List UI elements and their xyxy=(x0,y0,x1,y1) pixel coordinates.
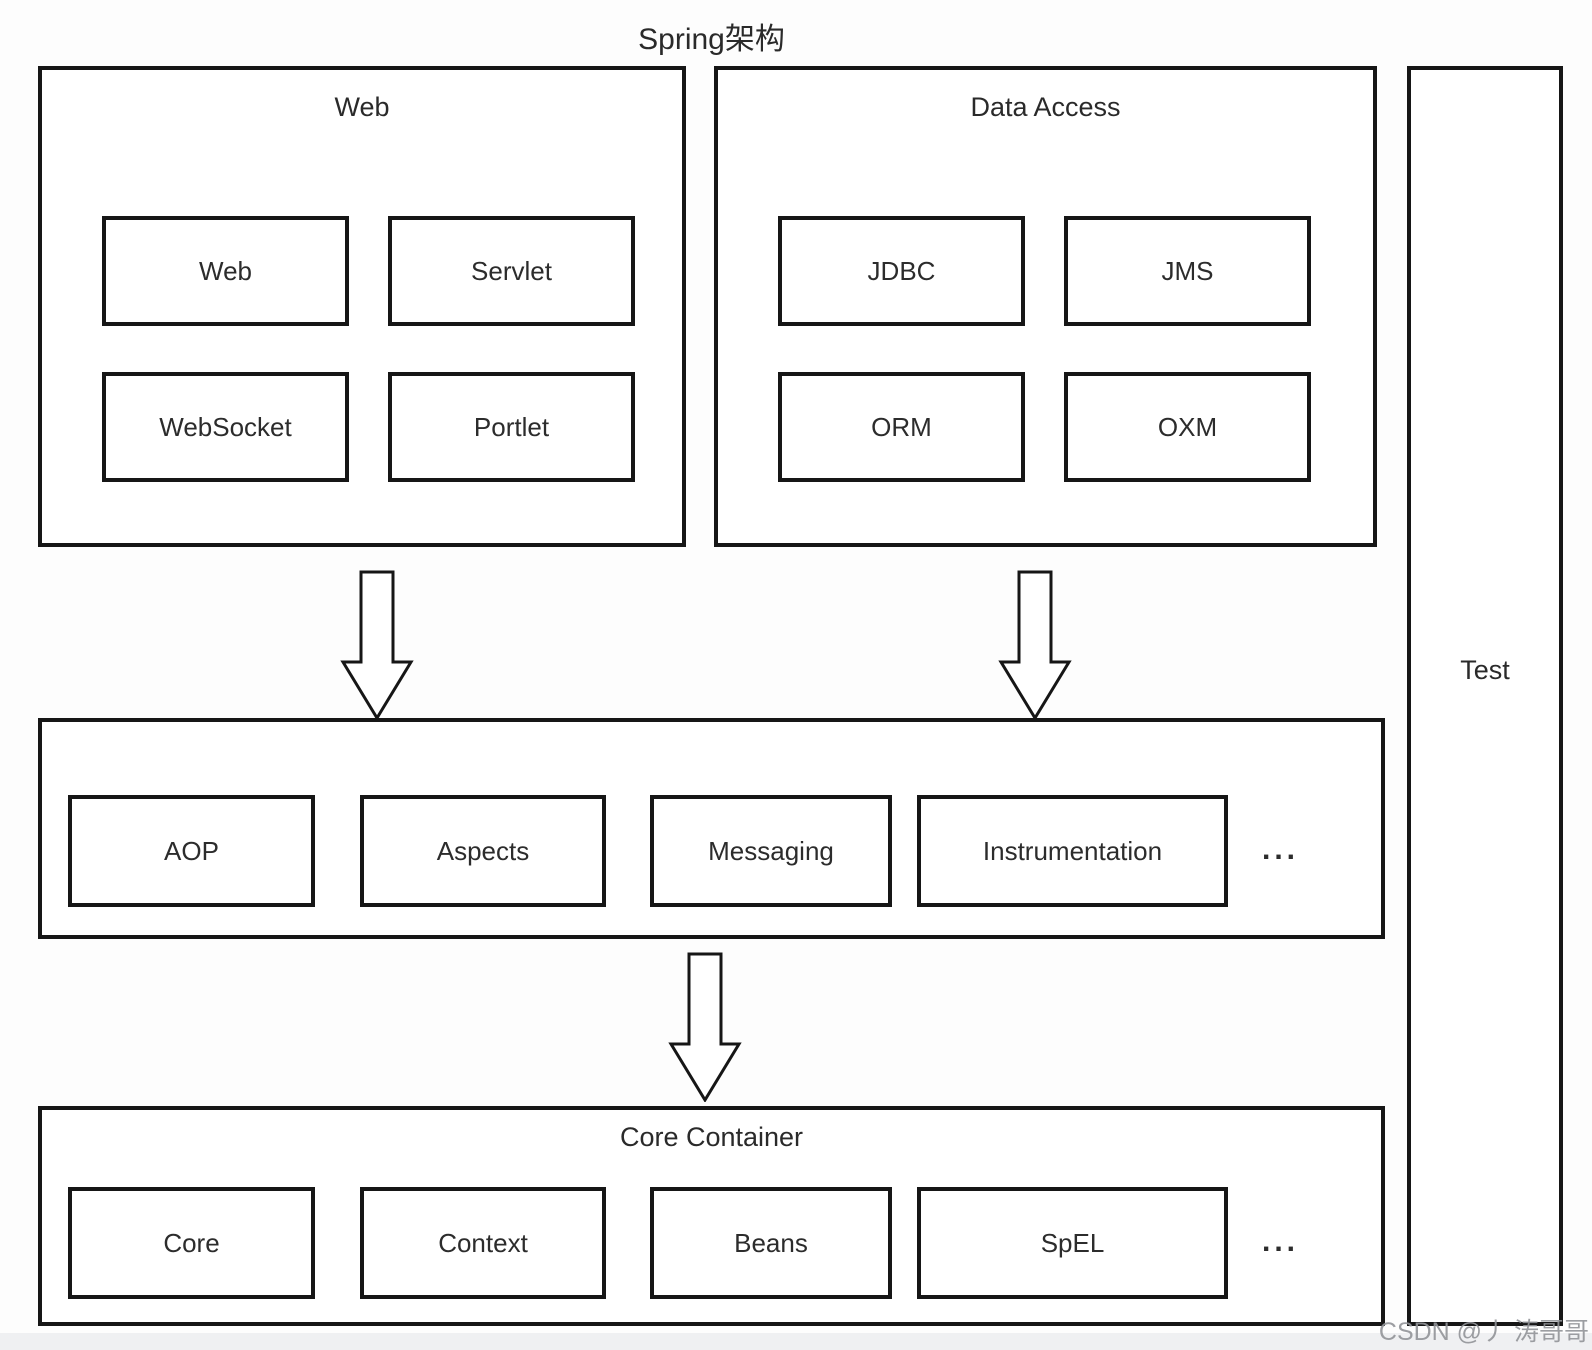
down-arrow-icon xyxy=(340,570,414,720)
module-box-oxm: OXM xyxy=(1064,372,1311,482)
down-arrow-icon xyxy=(998,570,1072,720)
module-box-jms: JMS xyxy=(1064,216,1311,326)
core-container-label: Core Container xyxy=(619,1122,804,1152)
diagram-title: Spring架构 xyxy=(638,23,785,56)
footer-strip xyxy=(0,1333,1592,1350)
test-group-container xyxy=(1407,66,1563,1326)
csdn-watermark: CSDN @丿 涛哥哥 xyxy=(1378,1318,1589,1346)
module-box-orm: ORM xyxy=(778,372,1025,482)
module-box-portlet: Portlet xyxy=(388,372,635,482)
web-group-label: Web xyxy=(334,92,390,122)
core-ellipsis: ... xyxy=(1262,1225,1300,1258)
module-box-context: Context xyxy=(360,1187,606,1299)
middleware-ellipsis: ... xyxy=(1262,833,1300,866)
module-box-spel: SpEL xyxy=(917,1187,1228,1299)
module-box-aop: AOP xyxy=(68,795,315,907)
module-box-jdbc: JDBC xyxy=(778,216,1025,326)
module-box-web: Web xyxy=(102,216,349,326)
down-arrow-icon xyxy=(668,952,742,1102)
module-box-messaging: Messaging xyxy=(650,795,892,907)
module-box-aspects: Aspects xyxy=(360,795,606,907)
data-access-group-label: Data Access xyxy=(970,92,1121,122)
module-box-core: Core xyxy=(68,1187,315,1299)
test-group-label: Test xyxy=(1460,655,1510,685)
module-box-servlet: Servlet xyxy=(388,216,635,326)
module-box-instrumentation: Instrumentation xyxy=(917,795,1228,907)
module-box-beans: Beans xyxy=(650,1187,892,1299)
module-box-websocket: WebSocket xyxy=(102,372,349,482)
